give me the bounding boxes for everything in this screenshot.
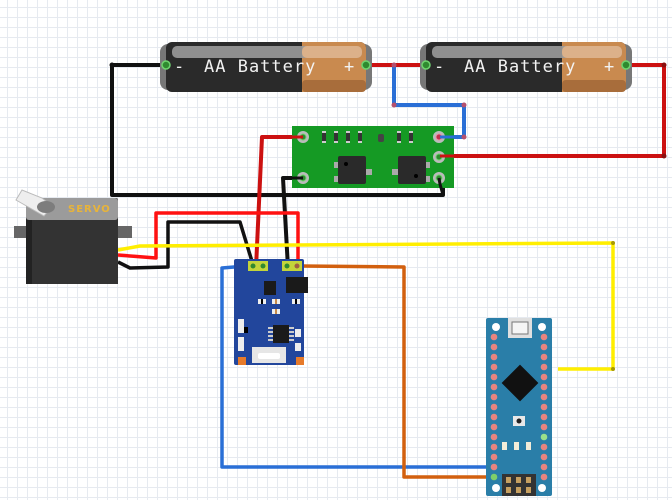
arduino-pin-right[interactable] <box>540 333 548 341</box>
arduino-pin-left[interactable] <box>490 453 498 461</box>
arduino-pin-right[interactable] <box>540 363 548 371</box>
wire-red-boost-in[interactable] <box>254 135 303 269</box>
battery-1-pos-label: + <box>344 57 355 77</box>
arduino-nano[interactable] <box>486 318 552 496</box>
battery-2-neg-terminal[interactable] <box>421 60 431 70</box>
arduino-pin-left[interactable] <box>490 443 498 451</box>
arduino-pin-left[interactable] <box>490 343 498 351</box>
battery-1[interactable]: - AA Battery + <box>160 42 372 92</box>
arduino-pin-right[interactable] <box>540 393 548 401</box>
microcontroller-chip <box>501 364 539 402</box>
arduino-pin-left[interactable] <box>490 363 498 371</box>
servo-label: SERVO <box>68 204 111 215</box>
junction-dot <box>391 102 397 108</box>
junction-dot <box>461 102 467 108</box>
arduino-pin-right[interactable] <box>540 463 548 471</box>
wire-red-servo-power[interactable] <box>117 211 300 268</box>
boost-converter-module[interactable] <box>292 126 454 188</box>
battery-2[interactable]: - AA Battery + <box>420 42 632 92</box>
arduino-pin-left[interactable] <box>490 423 498 431</box>
servo-motor[interactable]: SERVO <box>14 189 132 284</box>
arduino-pin-right[interactable] <box>540 353 548 361</box>
battery-1-neg-terminal[interactable] <box>161 60 171 70</box>
battery-2-neg-label: - <box>434 57 445 77</box>
arduino-pin-left[interactable] <box>490 353 498 361</box>
wire-orange-vin[interactable] <box>299 264 494 479</box>
charger-module[interactable] <box>234 259 308 365</box>
arduino-pin-left[interactable] <box>490 413 498 421</box>
arduino-pin-right[interactable] <box>540 413 548 421</box>
wire-black-boost-in[interactable] <box>281 176 303 269</box>
arduino-pins-right <box>540 333 548 481</box>
arduino-pin-right[interactable] <box>540 383 548 391</box>
arduino-pin-left[interactable] <box>490 473 498 481</box>
battery-2-label: AA Battery <box>464 57 576 77</box>
arduino-pin-left[interactable] <box>490 463 498 471</box>
arduino-pin-left[interactable] <box>490 373 498 381</box>
junction-dot <box>109 62 115 68</box>
wire-red-battery2-pos[interactable] <box>440 63 666 158</box>
arduino-pin-right[interactable] <box>540 453 548 461</box>
battery-2-pos-terminal[interactable] <box>621 60 631 70</box>
junction-dot <box>611 241 615 245</box>
battery-1-neg-label: - <box>174 57 185 77</box>
arduino-pin-right[interactable] <box>540 373 548 381</box>
junction-dot <box>391 62 397 68</box>
arduino-pin-right[interactable] <box>540 473 548 481</box>
arduino-pin-left[interactable] <box>490 403 498 411</box>
arduino-pin-left[interactable] <box>490 333 498 341</box>
arduino-pin-right[interactable] <box>540 433 548 441</box>
arduino-pin-left[interactable] <box>490 433 498 441</box>
arduino-pin-left[interactable] <box>490 383 498 391</box>
arduino-pin-right[interactable] <box>540 343 548 351</box>
battery-1-pos-terminal[interactable] <box>361 60 371 70</box>
arduino-pins-left <box>490 333 498 481</box>
junction-dot <box>661 153 667 159</box>
wire-end <box>437 177 445 196</box>
arduino-pin-left[interactable] <box>490 393 498 401</box>
junction-dot <box>661 62 667 68</box>
battery-2-pos-label: + <box>604 57 615 77</box>
junction-dot <box>461 134 467 140</box>
battery-1-label: AA Battery <box>204 57 316 77</box>
arduino-pin-right[interactable] <box>540 423 548 431</box>
arduino-pin-right[interactable] <box>540 403 548 411</box>
junction-dot <box>611 367 615 371</box>
arduino-pin-right[interactable] <box>540 443 548 451</box>
